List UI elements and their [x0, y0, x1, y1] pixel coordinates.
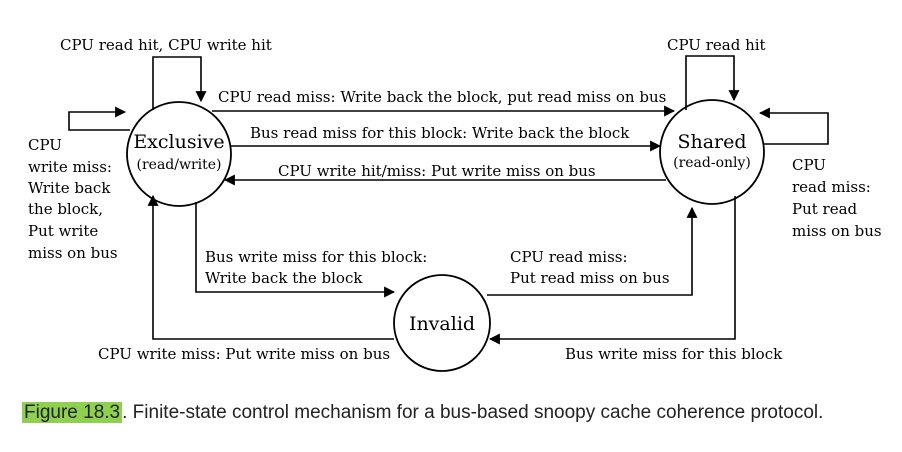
- edge-shared-to-invalid: [488, 196, 736, 345]
- figure-reference: Figure 18.3: [22, 402, 123, 423]
- edge-invalid-to-exclusive: [147, 194, 394, 340]
- state-shared: Shared (read-only): [659, 99, 765, 205]
- state-diagram: Exclusive (read/write) Shared (read-only…: [28, 36, 882, 372]
- edge-shared-self-loop: [685, 55, 740, 110]
- edge-exclusive-left-loop: [68, 106, 130, 131]
- figure-caption-text: . Finite-state control mechanism for a b…: [122, 402, 824, 423]
- label-exclusive-to-shared-cpu: CPU read miss: Write back the block, put…: [218, 88, 666, 106]
- edge-invalid-to-shared: [487, 206, 698, 296]
- label-exclusive-to-shared-bus: Bus read miss for this block: Write back…: [250, 124, 630, 142]
- state-exclusive-mode: (read/write): [137, 157, 222, 173]
- state-shared-name: Shared: [677, 131, 746, 153]
- state-invalid-name: Invalid: [409, 313, 475, 335]
- state-invalid: Invalid: [393, 274, 491, 372]
- label-shared-right-loop: CPU read miss: Put read miss on bus: [792, 156, 882, 240]
- label-invalid-to-exclusive: CPU write miss: Put write miss on bus: [98, 345, 390, 363]
- label-shared-to-invalid: Bus write miss for this block: [565, 345, 783, 363]
- state-exclusive-name: Exclusive: [133, 131, 224, 153]
- label-shared-self-loop: CPU read hit: [667, 36, 766, 54]
- label-exclusive-left-loop: CPU write miss: Write back the block, Pu…: [28, 136, 118, 262]
- edge-shared-right-loop: [758, 107, 829, 145]
- figure-caption: Figure 18.3. Finite-state control mechan…: [22, 402, 823, 424]
- label-exclusive-to-invalid: Bus write miss for this block: Write bac…: [205, 248, 432, 287]
- label-exclusive-self-loop: CPU read hit, CPU write hit: [60, 36, 272, 54]
- label-shared-to-exclusive: CPU write hit/miss: Put write miss on bu…: [278, 162, 596, 180]
- edge-exclusive-to-invalid: [195, 202, 396, 298]
- state-exclusive: Exclusive (read/write): [126, 101, 232, 207]
- label-invalid-to-shared: CPU read miss: Put read miss on bus: [510, 248, 670, 287]
- state-shared-mode: (read-only): [673, 155, 751, 171]
- edge-exclusive-self-loop: [152, 56, 207, 110]
